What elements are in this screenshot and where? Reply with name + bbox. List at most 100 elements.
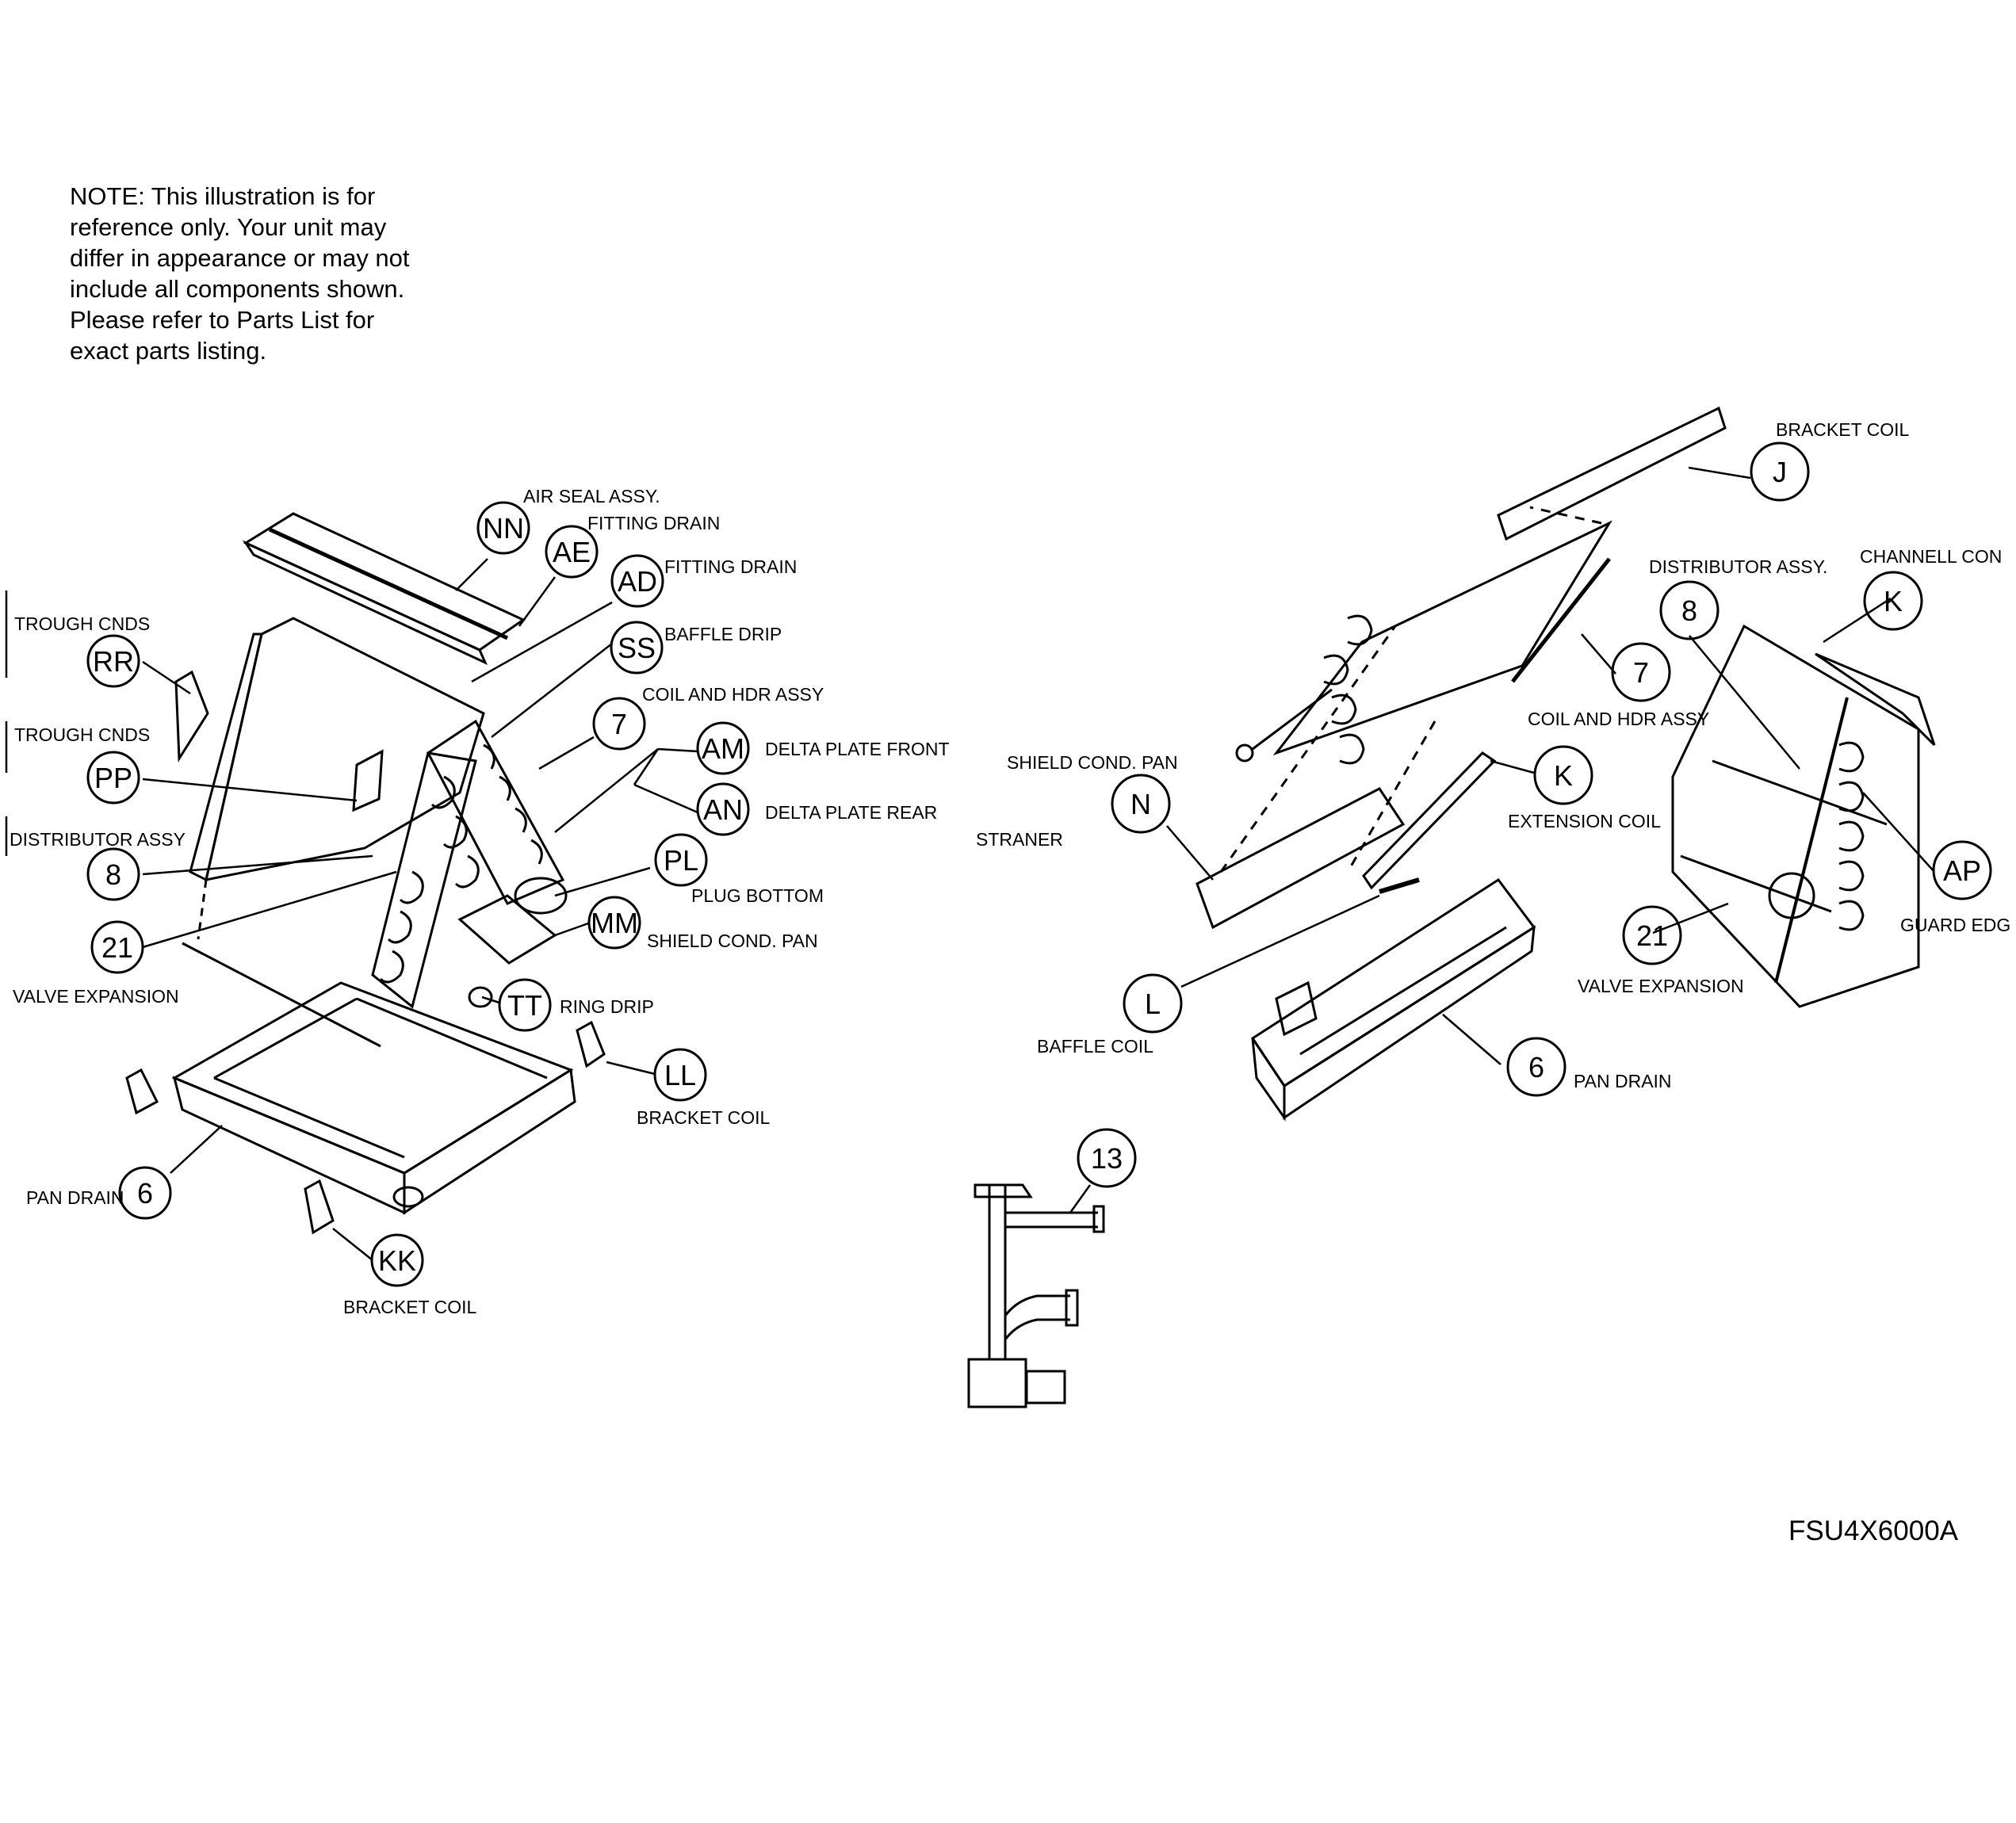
a-coil-frame [371, 719, 568, 1009]
label-bracket-coil-kk: BRACKET COIL [343, 1297, 476, 1317]
drawing-code: FSU4X6000A [1788, 1515, 1959, 1546]
note-line: exact parts listing. [70, 337, 267, 365]
label-coil-hdr-left: COIL AND HDR ASSY [642, 684, 824, 705]
callout-kk: KK [378, 1244, 416, 1277]
part-labels: AIR SEAL ASSY. FITTING DRAIN FITTING DRA… [10, 419, 2010, 1317]
label-bracket-coil-ll: BRACKET COIL [637, 1107, 770, 1128]
callout-circle [1506, 1037, 1567, 1097]
callout-mm: MM [591, 907, 638, 939]
label-valve-expansion-right: VALVE EXPANSION [1578, 976, 1744, 996]
coil-header-right [1235, 614, 1373, 765]
callout-circle [1077, 1128, 1137, 1188]
trough-rr [174, 670, 209, 762]
label-distributor-left: DISTRIBUTOR ASSY [10, 829, 186, 850]
label-shield-cond-pan-right: SHIELD COND. PAN [1007, 752, 1178, 773]
callout-7-left: 7 [611, 708, 627, 740]
callout-circle [610, 554, 664, 608]
label-plug-bottom: PLUG BOTTOM [691, 885, 824, 906]
coil-slab-left [189, 617, 485, 882]
label-straner: STRANER [976, 829, 1063, 850]
label-extension-coil: EXTENSION COIL [1508, 811, 1661, 831]
callout-circle [1750, 441, 1810, 502]
callout-7-right: 7 [1633, 656, 1649, 689]
reference-note: NOTE: This illustration is for reference… [70, 181, 442, 366]
callout-circles [86, 441, 1992, 1287]
callout-circle [476, 501, 530, 555]
left-assembly-drawing [125, 512, 606, 1235]
callout-circle [587, 896, 641, 950]
callout-circle [1533, 745, 1593, 805]
callout-circle [86, 751, 140, 804]
callout-am: AM [702, 732, 744, 765]
note-line: include all components shown. [70, 275, 405, 303]
ring-drip-part [468, 986, 493, 1008]
callout-ll: LL [664, 1059, 696, 1091]
note-line: Please refer to Parts List for [70, 306, 375, 334]
bracket-ll [576, 1020, 606, 1068]
label-trough-cnds-1: TROUGH CNDS [14, 613, 150, 634]
callout-circle [696, 721, 750, 775]
callout-j: J [1773, 456, 1787, 488]
callout-circle [370, 1233, 424, 1287]
label-coil-hdr-right: COIL AND HDR ASSY [1528, 709, 1709, 729]
callout-8-right: 8 [1681, 594, 1697, 627]
callout-13: 13 [1091, 1142, 1123, 1175]
callout-circle [654, 833, 708, 887]
label-pan-drain-left: PAN DRAIN [26, 1187, 124, 1208]
callout-l: L [1145, 988, 1161, 1020]
bracket-j-part [1497, 406, 1727, 541]
label-shield-cond-pan-left: SHIELD COND. PAN [647, 931, 818, 951]
callout-circle [1111, 774, 1171, 834]
callout-circle [118, 1166, 172, 1220]
callout-circle [498, 978, 552, 1032]
callout-rr: RR [93, 645, 134, 678]
callout-circle [545, 525, 599, 579]
callout-n: N [1130, 788, 1151, 820]
side-coil-assembly [1671, 624, 1936, 1008]
label-channel: CHANNELL CON [1860, 546, 2002, 567]
callout-circle [90, 920, 144, 974]
label-delta-front: DELTA PLATE FRONT [765, 739, 950, 759]
callout-k-extension: K [1554, 759, 1573, 792]
label-bracket-coil-right: BRACKET COIL [1776, 419, 1909, 440]
label-fitting-drain-1: FITTING DRAIN [587, 513, 720, 533]
air-seal-part [242, 512, 526, 666]
callout-circle [1622, 905, 1682, 965]
callout-pl: PL [664, 844, 698, 877]
callout-text: NN AE AD SS 7 AM AN PL MM TT LL KK 6 RR … [93, 456, 1981, 1277]
callout-8-left: 8 [105, 858, 121, 891]
shield-cond-pan-right [1195, 787, 1406, 930]
callout-k-channel: K [1884, 585, 1903, 617]
leader-lines [5, 466, 1935, 1261]
label-trough-cnds-2: TROUGH CNDS [14, 724, 150, 745]
callout-ap: AP [1943, 854, 1981, 887]
callout-21-left: 21 [101, 931, 133, 964]
callout-circle [610, 621, 664, 675]
bracket-left [125, 1068, 159, 1115]
bracket-kk [304, 1179, 335, 1235]
label-ring-drip: RING DRIP [560, 996, 654, 1017]
label-baffle-drip: BAFFLE DRIP [664, 624, 782, 644]
label-pan-drain-right: PAN DRAIN [1574, 1071, 1672, 1091]
label-baffle-coil: BAFFLE COIL [1037, 1036, 1153, 1057]
callout-nn: NN [483, 512, 524, 545]
note-line: differ in appearance or may not [70, 244, 410, 272]
callout-circle [653, 1048, 707, 1102]
coil-panel-right [1272, 520, 1612, 756]
callout-an: AN [703, 793, 743, 826]
note-line: NOTE: This illustration is for [70, 182, 376, 210]
label-fitting-drain-2: FITTING DRAIN [664, 556, 797, 577]
callout-6-left: 6 [137, 1177, 153, 1210]
callout-circle [696, 782, 750, 836]
callout-pp: PP [94, 762, 132, 794]
drain-pan-right [1250, 877, 1536, 1122]
callout-circle [1659, 580, 1720, 640]
callout-ad: AD [618, 565, 657, 598]
trough-pp [352, 749, 384, 812]
label-valve-expansion-left: VALVE EXPANSION [13, 986, 179, 1007]
tube-assembly-drawing [967, 1183, 1105, 1408]
callout-6-right: 6 [1528, 1051, 1544, 1083]
shield-cond-pan-left [457, 894, 557, 965]
